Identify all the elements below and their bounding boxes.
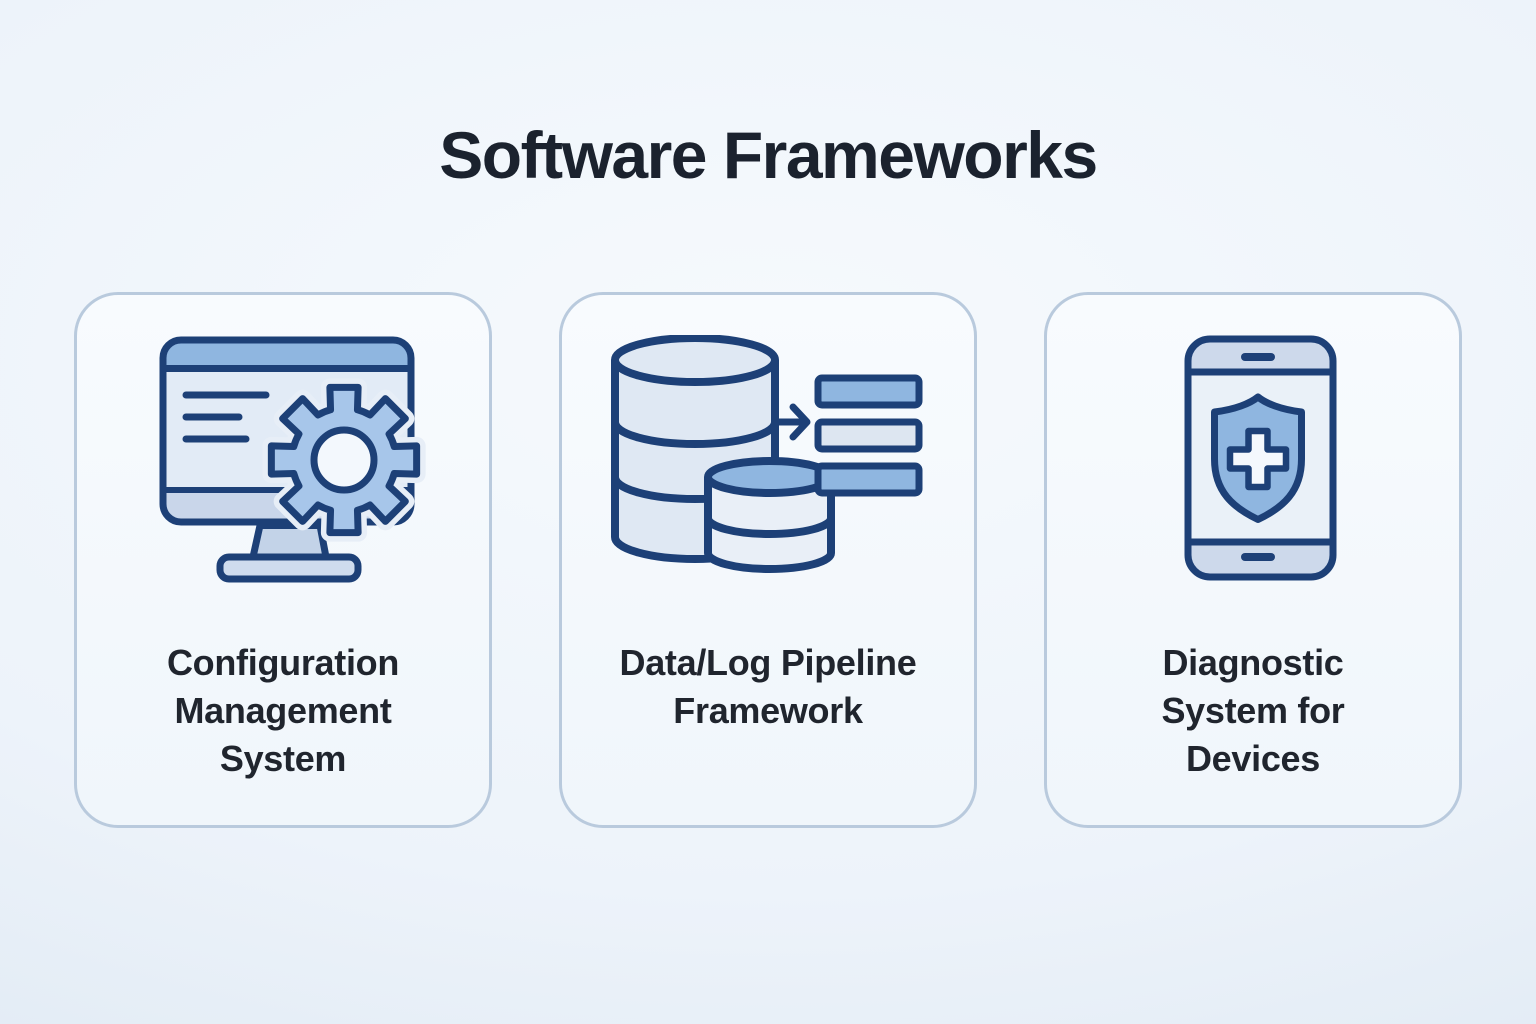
page-title: Software Frameworks <box>439 118 1098 192</box>
card-configuration-management: Configuration Management System <box>74 291 492 828</box>
monitor-gear-icon <box>159 336 426 583</box>
phone-frame <box>1184 335 1337 581</box>
screen-text-lines <box>182 391 270 443</box>
card-label: Configuration Management System <box>166 641 400 779</box>
database-pipeline-icon <box>611 334 923 573</box>
monitor-stand <box>249 521 330 561</box>
gear-icon <box>262 378 426 542</box>
card-data-log-pipeline: Data/Log Pipeline Framework <box>559 291 977 828</box>
phone-home-button <box>1241 552 1275 561</box>
shield-cross-icon <box>1211 393 1305 523</box>
pipeline-arrow-icon <box>773 403 811 441</box>
card-label: Data/Log Pipeline Framework <box>619 641 917 731</box>
card-icon-area <box>562 295 974 625</box>
monitor-base <box>216 553 362 583</box>
card-label: Diagnostic System for Devices <box>1161 641 1345 779</box>
phone-shield-icon <box>1184 335 1337 581</box>
card-icon-area <box>77 295 489 625</box>
phone-speaker <box>1241 352 1275 361</box>
cards-row: Configuration Management System <box>0 291 1536 828</box>
card-icon-area <box>1047 295 1459 625</box>
card-diagnostic-system: Diagnostic System for Devices <box>1044 291 1462 828</box>
database-cylinder-small <box>704 456 835 573</box>
log-list-icon <box>814 374 923 497</box>
